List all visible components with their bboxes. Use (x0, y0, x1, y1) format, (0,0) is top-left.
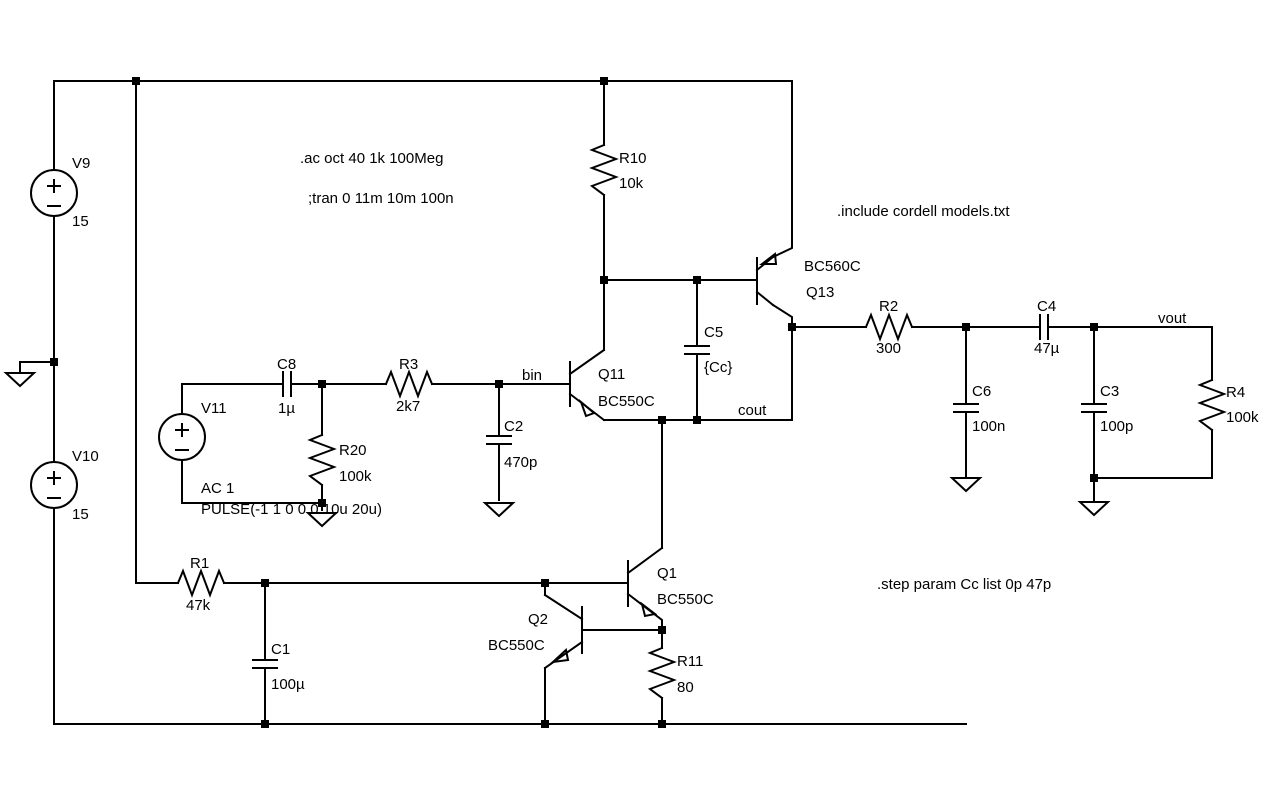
net-label-vout: vout (1158, 310, 1187, 327)
ground-symbol (949, 477, 983, 493)
v10-label: V10 (72, 448, 99, 465)
q11-model: BC550C (598, 393, 655, 410)
junction-dot (600, 276, 608, 284)
q1-label: Q1 (657, 565, 677, 582)
ground-symbol (482, 502, 516, 518)
c8-label: C8 (277, 356, 296, 373)
junction-dot (495, 380, 503, 388)
voltage-source-v10[interactable]: V10 15 (30, 448, 99, 523)
resistor-r20[interactable]: R20 100k (307, 433, 372, 487)
junction-dot (962, 323, 970, 331)
capacitor-c3[interactable]: C3 100p (1081, 383, 1133, 435)
r10-value: 10k (619, 175, 644, 192)
q13-label: Q13 (806, 284, 834, 301)
r20-label: R20 (339, 442, 367, 459)
v9-value: 15 (72, 213, 89, 230)
capacitor-c2[interactable]: C2 470p (486, 418, 537, 471)
resistor-r10[interactable]: R10 10k (589, 143, 647, 197)
c6-label: C6 (972, 383, 991, 400)
junction-dot (132, 77, 140, 85)
r3-label: R3 (399, 356, 418, 373)
directive-ac[interactable]: .ac oct 40 1k 100Meg (300, 150, 443, 167)
junction-dot (600, 77, 608, 85)
q1-model: BC550C (657, 591, 714, 608)
c3-value: 100p (1100, 418, 1133, 435)
r2-value: 300 (876, 340, 901, 357)
junction-dot (318, 499, 326, 507)
transistor-q13[interactable]: BC560C Q13 (755, 252, 861, 307)
r1-value: 47k (186, 597, 211, 614)
r20-value: 100k (339, 468, 372, 485)
junction-dot (1090, 323, 1098, 331)
capacitor-c5[interactable]: C5 {Cc} (684, 324, 732, 376)
q2-model: BC550C (488, 637, 545, 654)
r2-label: R2 (879, 298, 898, 315)
resistor-r3[interactable]: R3 2k7 (384, 356, 434, 415)
junction-dot (261, 579, 269, 587)
junction-dot (50, 358, 58, 366)
r1-label: R1 (190, 555, 209, 572)
capacitor-c4[interactable]: C4 47µ (1034, 298, 1060, 357)
c5-value: {Cc} (704, 359, 732, 376)
resistor-r2[interactable]: R2 300 (864, 298, 914, 357)
directive-include[interactable]: .include cordell models.txt (837, 203, 1010, 220)
junction-dot (541, 720, 549, 728)
junction-dot (693, 416, 701, 424)
c6-value: 100n (972, 418, 1005, 435)
resistor-r1[interactable]: R1 47k (176, 555, 226, 614)
transistor-q2[interactable]: Q2 BC550C (488, 593, 584, 670)
c4-value: 47µ (1034, 340, 1060, 357)
junction-dot (261, 720, 269, 728)
capacitor-c8[interactable]: C8 1µ (277, 356, 296, 417)
ground-symbol (305, 512, 339, 528)
directive-tran[interactable]: ;tran 0 11m 10m 100n (308, 190, 454, 207)
junction-dot (788, 323, 796, 331)
v10-value: 15 (72, 506, 89, 523)
v11-label: V11 (201, 400, 227, 417)
c3-label: C3 (1100, 383, 1119, 400)
junction-dot (658, 416, 666, 424)
net-label-cout: cout (738, 402, 767, 419)
c2-label: C2 (504, 418, 523, 435)
r4-label: R4 (1226, 384, 1245, 401)
ground-symbol (1077, 501, 1111, 517)
resistor-r11[interactable]: R11 80 (647, 646, 703, 700)
transistor-q1[interactable]: Q1 BC550C (626, 546, 714, 631)
r11-value: 80 (677, 679, 694, 696)
v11-pulse-value: PULSE(-1 1 0 0 0 10u 20u) (201, 501, 382, 518)
ground-symbol (3, 361, 37, 388)
c4-label: C4 (1037, 298, 1056, 315)
r11-label: R11 (677, 653, 703, 670)
capacitor-c1[interactable]: C1 100µ (252, 641, 305, 693)
v11-ac-value: AC 1 (201, 480, 234, 497)
voltage-source-v9[interactable]: V9 15 (30, 155, 90, 230)
junction-dot (541, 579, 549, 587)
c1-value: 100µ (271, 676, 305, 693)
q13-model: BC560C (804, 258, 861, 275)
resistor-r4[interactable]: R4 100k (1197, 378, 1259, 432)
capacitor-c6[interactable]: C6 100n (953, 383, 1005, 435)
c5-label: C5 (704, 324, 723, 341)
junction-dot (1090, 474, 1098, 482)
q2-label: Q2 (528, 611, 548, 628)
voltage-source-v11[interactable]: V11 AC 1 PULSE(-1 1 0 0 0 10u 20u) (158, 400, 382, 518)
c8-value: 1µ (278, 400, 295, 417)
v9-label: V9 (72, 155, 90, 172)
wires (19, 80, 1213, 725)
transistor-q11[interactable]: Q11 BC550C (568, 348, 655, 422)
net-label-bin: bin (522, 367, 542, 384)
directive-step[interactable]: .step param Cc list 0p 47p (877, 576, 1051, 593)
r3-value: 2k7 (396, 398, 420, 415)
junction-dot (693, 276, 701, 284)
r10-label: R10 (619, 150, 647, 167)
c2-value: 470p (504, 454, 537, 471)
r4-value: 100k (1226, 409, 1259, 426)
c1-label: C1 (271, 641, 290, 658)
junction-dot (658, 720, 666, 728)
junction-dot (318, 380, 326, 388)
q11-label: Q11 (598, 366, 625, 383)
